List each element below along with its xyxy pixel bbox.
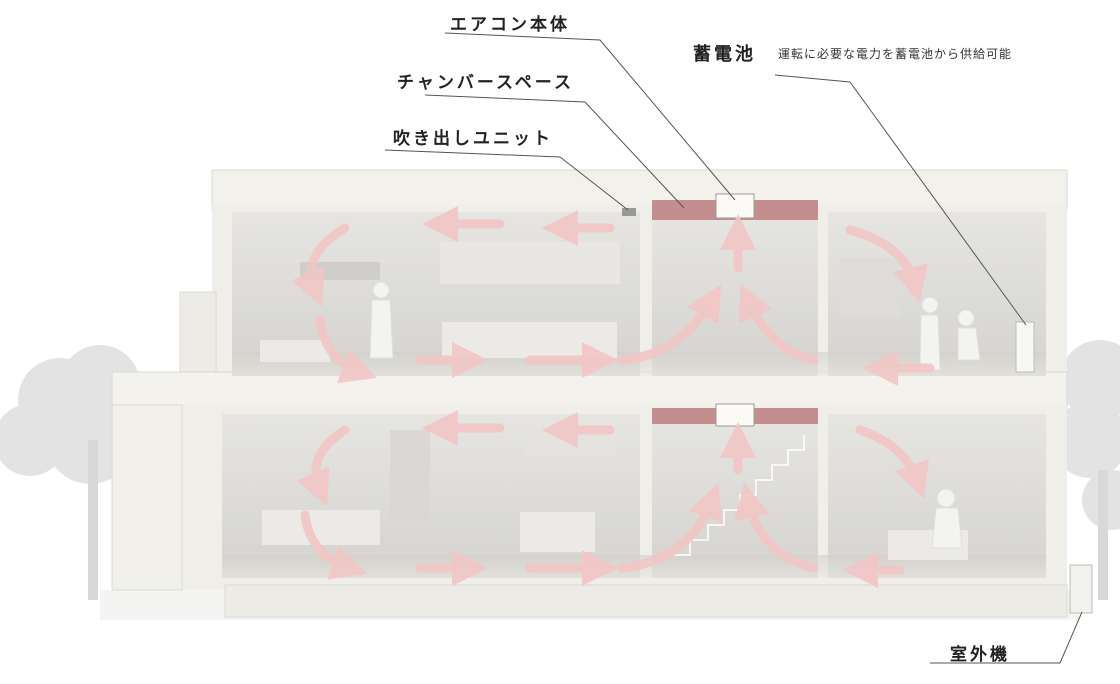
label-outlet-unit: 吹き出しユニット	[393, 129, 553, 149]
label-outdoor-unit: 室外機	[950, 645, 1010, 665]
sofa	[260, 340, 330, 362]
label-battery-description: 運転に必要な電力を蓄電池から供給可能	[778, 47, 1013, 61]
person-icon	[919, 296, 941, 371]
kitchen-counter	[442, 322, 617, 358]
roof-slab	[211, 169, 1068, 211]
aircon-unit-lower	[715, 403, 755, 427]
outlet-unit	[622, 208, 636, 216]
person-icon	[369, 281, 394, 359]
leader-lines	[384, 32, 1083, 664]
balcony-post	[179, 291, 217, 373]
tree-icon-right	[1052, 340, 1120, 600]
foundation	[224, 584, 1068, 618]
cabinet-upper	[440, 242, 620, 284]
window-right	[840, 258, 900, 318]
person-icon	[931, 488, 963, 549]
label-battery: 蓄電池	[693, 44, 756, 65]
carport-wall	[111, 404, 183, 591]
outdoor-unit	[1069, 564, 1093, 614]
person-icon	[957, 309, 981, 361]
door-lower	[390, 430, 430, 520]
label-chamber-space: チャンバースペース	[397, 73, 574, 93]
aircon-unit-upper	[715, 193, 755, 219]
battery-unit	[1015, 321, 1035, 373]
label-aircon-body: エアコン本体	[450, 15, 570, 35]
dining-table	[262, 510, 380, 545]
airflow-arrows	[291, 206, 935, 588]
tv-board	[520, 512, 595, 552]
